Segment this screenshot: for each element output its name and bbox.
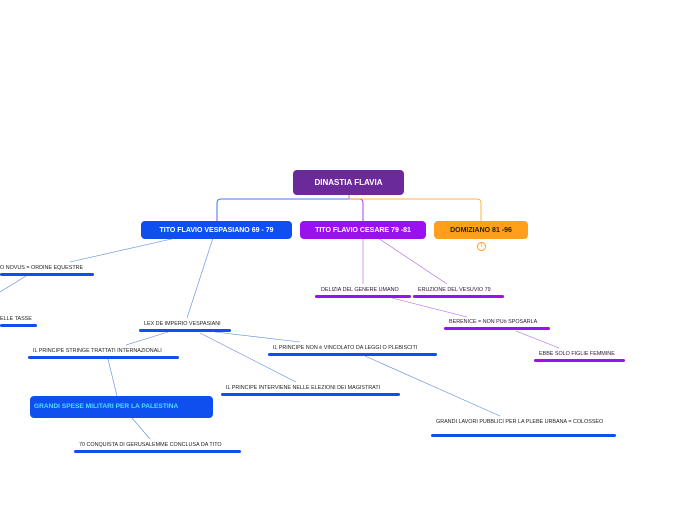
node-elezioni-underline (221, 393, 400, 396)
link-root-tito-cesare (348, 194, 364, 221)
link-lex-elezioni (199, 332, 297, 383)
node-lex-imperio[interactable]: LEX DE IMPERIO VESPASIANI (144, 321, 221, 327)
branch-tito-vespasiano[interactable]: TITO FLAVIO VESPASIANO 69 - 79 (141, 221, 292, 239)
link-berenice-figlie (515, 330, 560, 349)
node-gerusalemme[interactable]: 70 CONQUISTA DI GERUSALEMME CONCLUSA DA … (79, 442, 222, 448)
node-lavori-underline (431, 434, 616, 437)
branch-tito-cesare[interactable]: TITO FLAVIO CESARE 79 -81 (300, 221, 426, 239)
collapsed-count-badge[interactable]: 1 (477, 242, 486, 251)
link-root-tito-vespasiano (216, 194, 350, 221)
node-delizia[interactable]: DELIZIA DEL GENERE UMANO (321, 287, 399, 293)
node-gerusalemme-underline (74, 450, 241, 453)
node-trattati[interactable]: IL PRINCIPE STRINGE TRATTATI INTERNAZION… (33, 348, 162, 354)
node-vincolato-underline (268, 353, 437, 356)
node-homo-novus[interactable]: O NOVUS = ORDINE EQUESTRE (0, 265, 84, 271)
branch-domiziano[interactable]: DOMIZIANO 81 -96 (434, 221, 528, 239)
link-lex-trattati (125, 331, 169, 346)
node-vesuvio-underline (413, 295, 504, 298)
node-figlie-underline (534, 359, 625, 362)
link-root-domiziano (348, 194, 482, 221)
node-tasse-underline (0, 324, 37, 327)
link-homo-novus-tasse (0, 275, 27, 293)
node-lex-imperio-underline (139, 329, 231, 332)
node-figlie[interactable]: EBBE SOLO FIGLIE FEMMINE (539, 351, 615, 357)
node-tasse[interactable]: ELLE TASSE (0, 316, 32, 322)
node-vincolato[interactable]: IL PRINCIPE NON è VINCOLATO DA LEGGI O P… (273, 345, 418, 351)
link-vesp-lex (186, 237, 214, 319)
link-trattati-spese (107, 358, 118, 397)
node-lavori[interactable]: GRANDI LAVORI PUBBLICI PER LA PLEBE URBA… (436, 419, 604, 425)
link-delizia-berenice (391, 297, 468, 318)
link-lex-vincolato (214, 331, 301, 343)
link-vesp-homo-novus (69, 237, 177, 263)
node-spese-militari[interactable]: GRANDI SPESE MILITARI PER LA PALESTINA (30, 396, 213, 418)
node-berenice[interactable]: BERENICE = NON PUò SPOSARLA (449, 319, 538, 325)
node-elezioni[interactable]: IL PRINCIPE INTERVIENE NELLE ELEZIONI DE… (226, 385, 381, 391)
node-berenice-underline (444, 327, 550, 330)
node-trattati-underline (28, 356, 179, 359)
node-delizia-underline (315, 295, 411, 298)
root-node[interactable]: DINASTIA FLAVIA (293, 170, 404, 195)
node-homo-novus-underline (0, 273, 94, 276)
node-vesuvio[interactable]: ERUZIONE DEL VESUVIO 79 (418, 287, 491, 293)
link-vincolato-lavori (364, 355, 501, 417)
link-spese-gerusalemme (131, 417, 151, 440)
link-cesare-vesuvio (377, 237, 448, 285)
